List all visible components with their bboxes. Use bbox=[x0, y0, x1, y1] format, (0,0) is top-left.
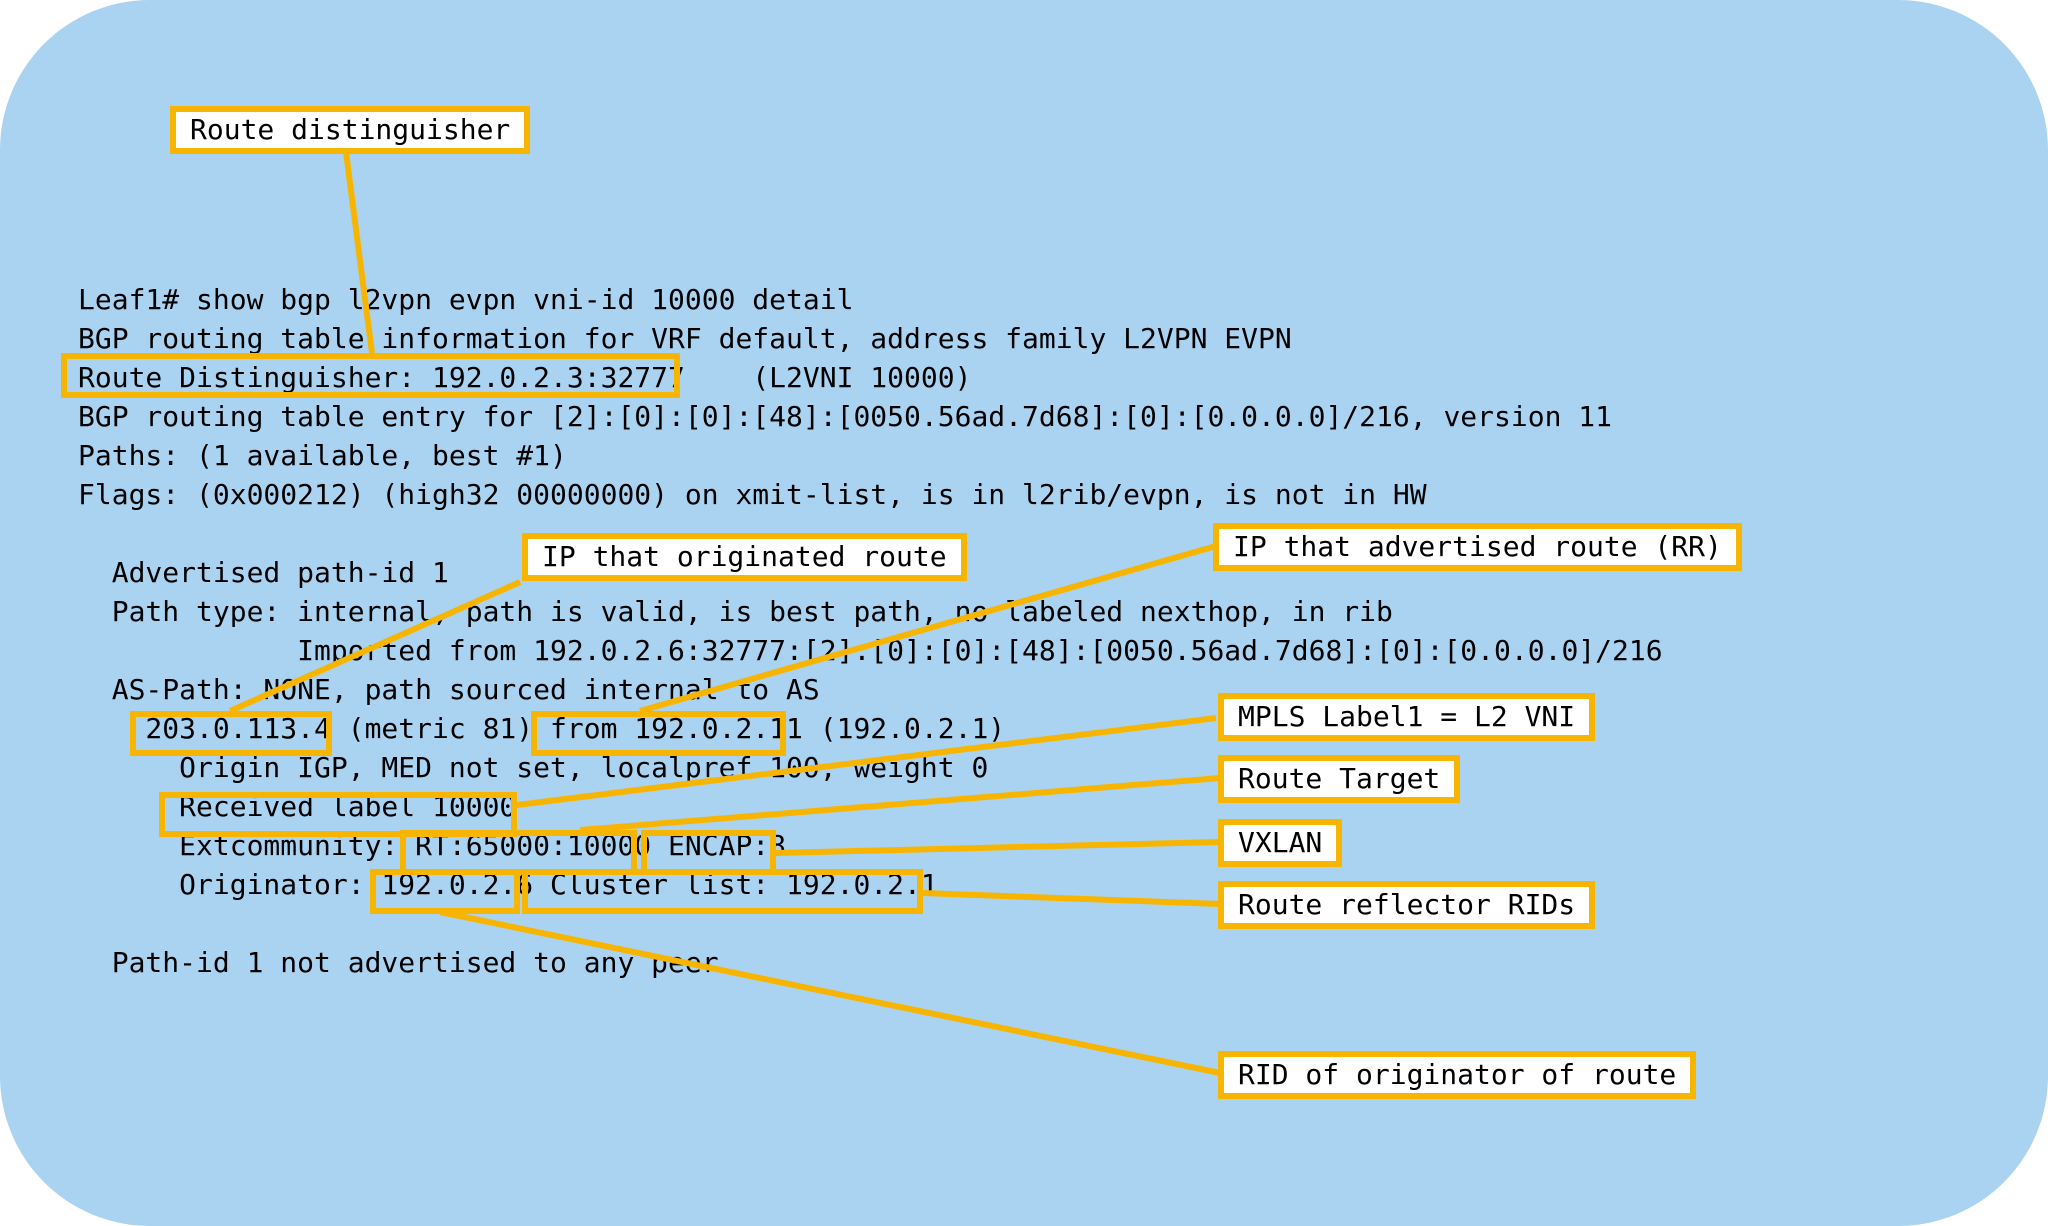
highlight-route-distinguisher bbox=[61, 353, 680, 398]
leader-route-distinguisher bbox=[343, 151, 375, 354]
callout-originating-ip: IP that originated route bbox=[522, 533, 967, 581]
cli-line-as-path: AS-Path: NONE, path sourced internal to … bbox=[78, 673, 820, 706]
cli-line-table-entry: BGP routing table entry for [2]:[0]:[0]:… bbox=[78, 400, 1613, 433]
cli-line-imported-from: Imported from 192.0.2.6:32777:[2]:[0]:[0… bbox=[78, 634, 1663, 667]
leader-vxlan bbox=[775, 839, 1221, 856]
callout-route-target: Route Target bbox=[1218, 755, 1461, 803]
callout-route-reflector-rids: Route reflector RIDs bbox=[1218, 881, 1596, 929]
highlight-nexthop-ip bbox=[130, 711, 332, 756]
leader-originating-ip bbox=[228, 579, 522, 714]
leader-mpls-label bbox=[516, 715, 1217, 808]
callout-route-distinguisher: Route distinguisher bbox=[170, 106, 531, 154]
highlight-from-rr bbox=[531, 711, 786, 756]
highlight-cluster-list bbox=[522, 869, 923, 914]
leader-route-target bbox=[579, 775, 1221, 833]
cli-line-route-distinguisher: Route Distinguisher: 192.0.2.3:32777 (L2… bbox=[78, 361, 972, 394]
callout-mpls-label: MPLS Label1 = L2 VNI bbox=[1218, 693, 1596, 741]
leader-advertising-ip bbox=[639, 543, 1217, 714]
highlight-received-label bbox=[159, 792, 517, 837]
callout-vxlan: VXLAN bbox=[1218, 819, 1343, 867]
cli-line-path-type: Path type: internal, path is valid, is b… bbox=[78, 595, 1393, 628]
leader-route-reflector-rids bbox=[922, 890, 1221, 907]
cli-line-paths: Paths: (1 available, best #1) bbox=[78, 439, 567, 472]
cli-line-command: Leaf1# show bgp l2vpn evpn vni-id 10000 … bbox=[78, 283, 854, 316]
callout-originator-rid: RID of originator of route bbox=[1218, 1051, 1697, 1099]
cli-line-table-info: BGP routing table information for VRF de… bbox=[78, 322, 1292, 355]
cli-line-flags: Flags: (0x000212) (high32 00000000) on x… bbox=[78, 478, 1427, 511]
cli-line-not-advertised: Path-id 1 not advertised to any peer bbox=[78, 946, 719, 979]
cli-line-advertised-path-id: Advertised path-id 1 bbox=[78, 556, 449, 589]
leader-originator-rid bbox=[439, 909, 1221, 1076]
cli-line-nexthop: 203.0.113.4 (metric 81) from 192.0.2.11 … bbox=[78, 712, 1006, 745]
callout-advertising-ip: IP that advertised route (RR) bbox=[1213, 523, 1742, 571]
